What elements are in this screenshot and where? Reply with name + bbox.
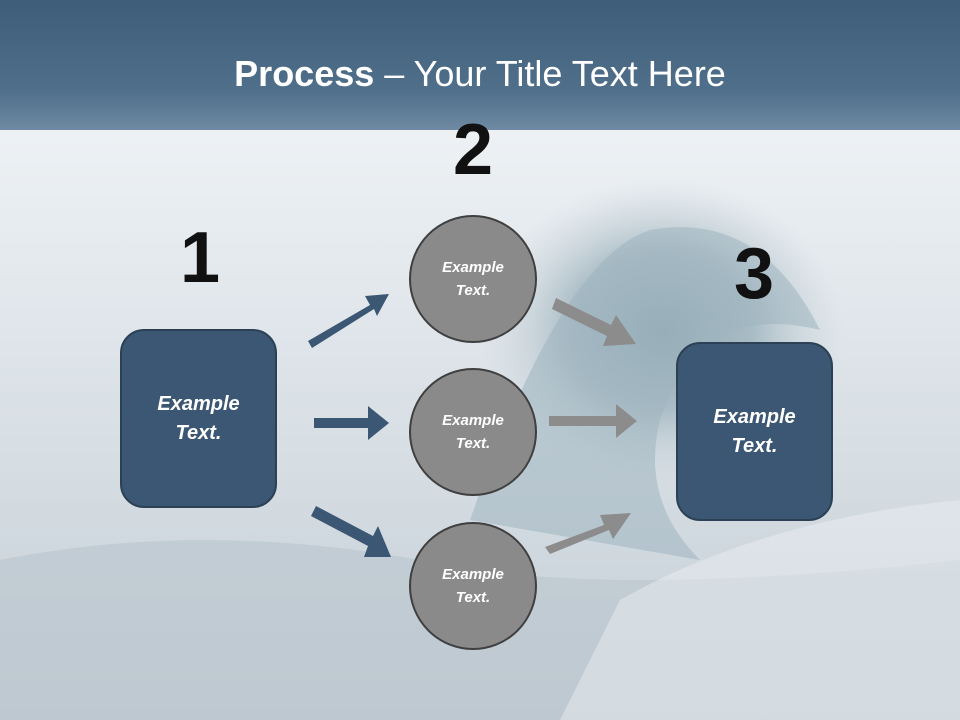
step-number-2: 2 <box>452 110 494 190</box>
step-number-1: 1 <box>179 218 221 298</box>
title-bold: Process <box>234 53 375 94</box>
arrow-from-circle-3 <box>545 513 631 554</box>
arrow-to-circle-1 <box>308 294 389 348</box>
arrow-from-circle-2 <box>549 404 637 438</box>
arrow-to-circle-2 <box>314 406 389 440</box>
process-circle-2: Example Text. <box>409 368 537 496</box>
left-process-box: Example Text. <box>120 329 277 508</box>
right-process-box: Example Text. <box>676 342 833 521</box>
step-number-3: 3 <box>733 234 775 314</box>
title-bar <box>0 0 960 130</box>
circle-2-text: Example Text. <box>442 412 504 452</box>
process-circle-3: Example Text. <box>409 522 537 650</box>
arrow-to-circle-3 <box>311 506 391 557</box>
process-circle-1: Example Text. <box>409 215 537 343</box>
circle-3-text: Example Text. <box>442 566 504 606</box>
slide-title: Process – Your Title Text Here <box>0 52 960 96</box>
right-box-text: Example Text. <box>713 405 796 457</box>
circle-1-text: Example Text. <box>442 259 504 299</box>
left-box-text: Example Text. <box>157 392 240 444</box>
arrow-from-circle-1 <box>552 298 636 346</box>
title-rest: – Your Title Text Here <box>374 53 726 94</box>
